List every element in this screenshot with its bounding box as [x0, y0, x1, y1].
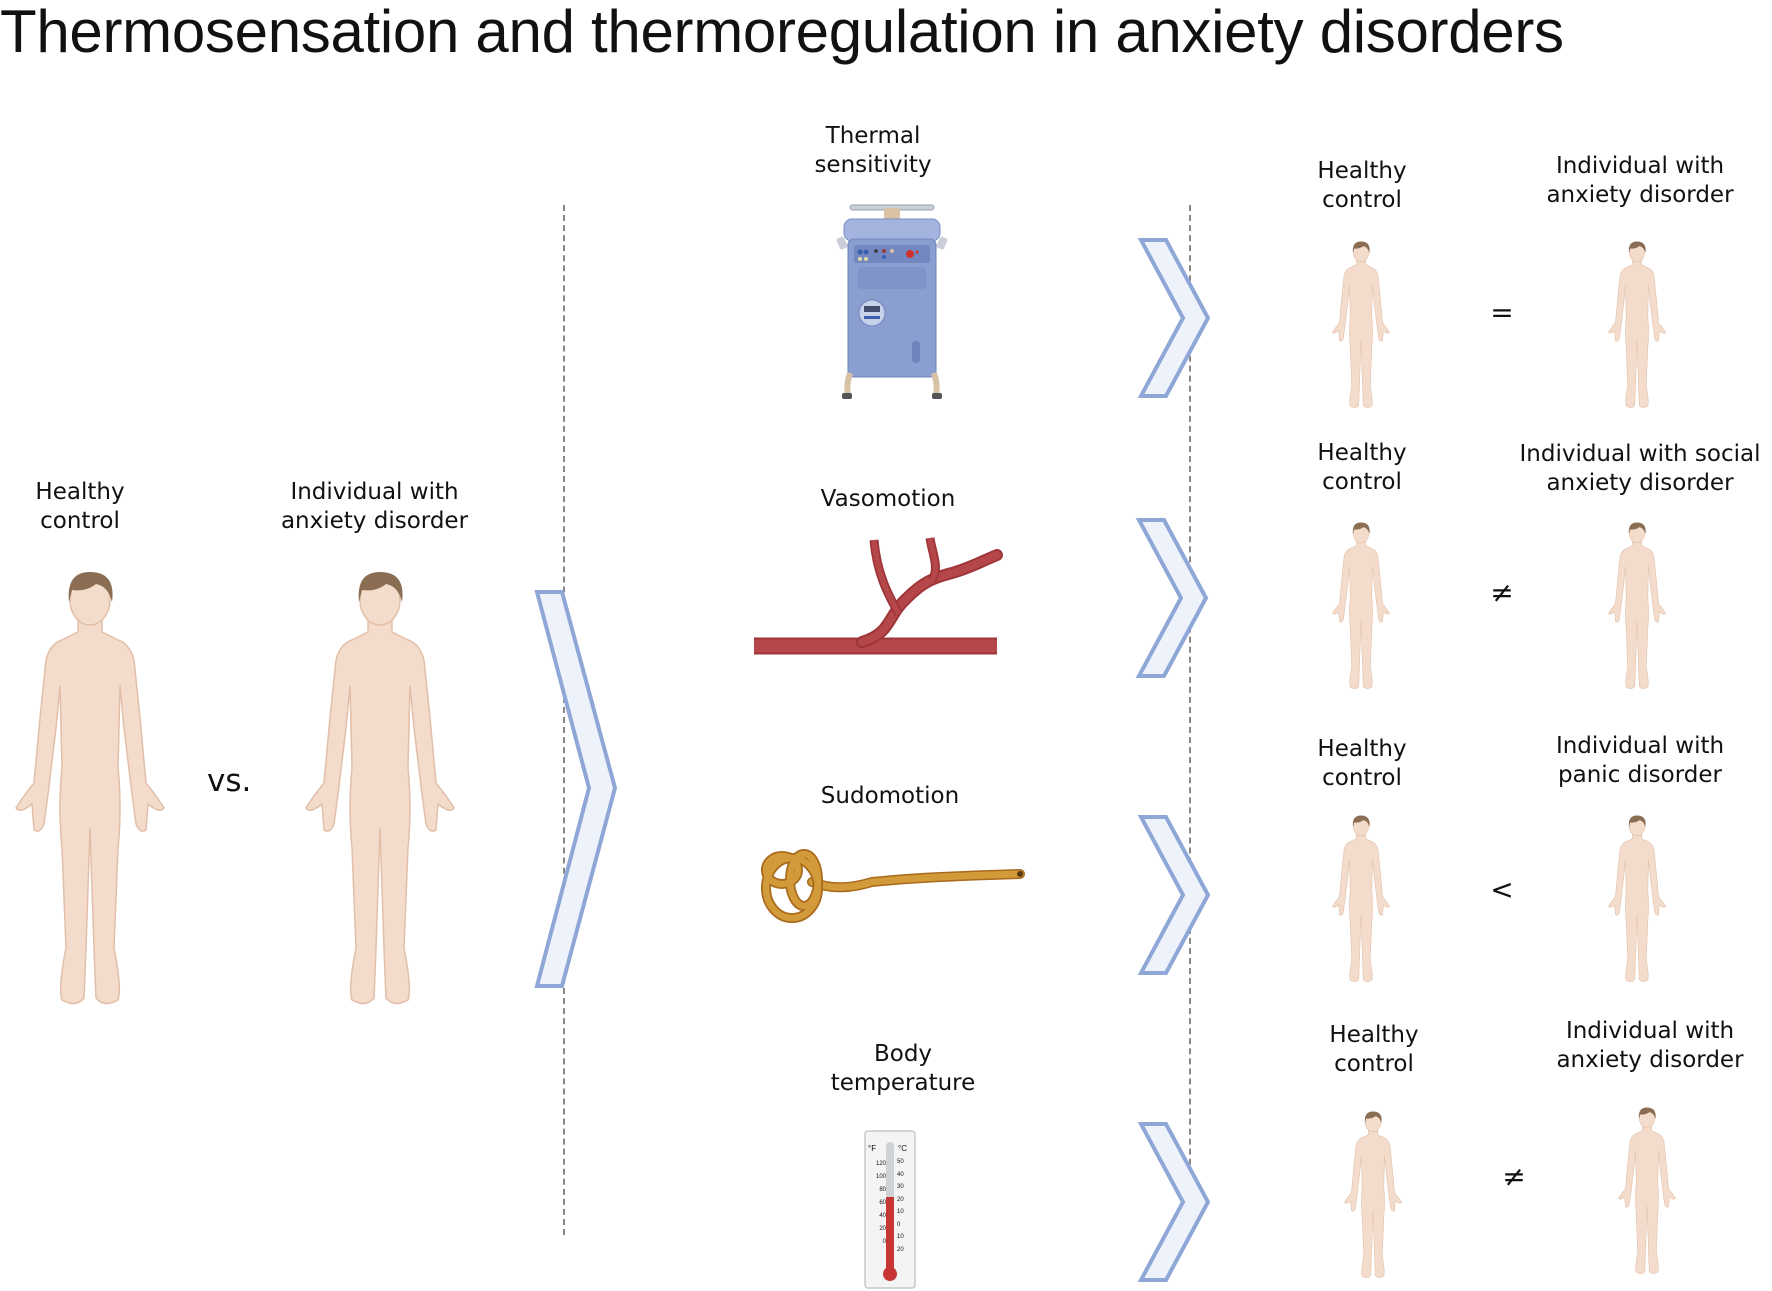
fahrenheit-unit: °F — [868, 1144, 877, 1153]
celsius-scale: 50 40 30 20 10 0 10 20 — [897, 1156, 915, 1256]
result-1-control-label: Healthy control — [1317, 158, 1407, 213]
result-3-patient-figure — [1606, 814, 1668, 984]
result-3-relation-symbol: < — [1490, 873, 1514, 906]
celsius-tick-label: 10 — [897, 1209, 904, 1215]
fahrenheit-scale: 120 100 80 60 40 20 0 — [866, 1158, 886, 1249]
chevron-arrow-4 — [1137, 1122, 1212, 1284]
result-1-relation-symbol: = — [1490, 296, 1514, 329]
result-3-patient-label: Individual with panic disorder — [1555, 733, 1725, 788]
anxiety-individual-label: Individual with anxiety disorder — [280, 479, 469, 534]
large-chevron-arrow — [534, 590, 624, 990]
measure-label-thermal-sensitivity: Thermal sensitivity — [814, 123, 932, 178]
vs-label: vs. — [207, 763, 252, 799]
celsius-tick-label: 20 — [897, 1196, 904, 1203]
celsius-tick-label: 0 — [897, 1221, 901, 1228]
celsius-tick-label: 10 — [897, 1234, 904, 1240]
result-1-control-figure — [1330, 240, 1392, 410]
result-2-control-figure — [1330, 521, 1392, 691]
chevron-arrow-2 — [1135, 518, 1210, 680]
fahrenheit-tick-label: 100 — [875, 1174, 886, 1180]
chevron-arrow-3 — [1137, 815, 1212, 977]
result-2-patient-label: Individual with social anxiety disorder — [1519, 441, 1761, 496]
result-1-patient-label: Individual with anxiety disorder — [1546, 153, 1734, 208]
divider-right — [1189, 205, 1191, 1235]
fahrenheit-tick-label: 120 — [875, 1161, 886, 1167]
celsius-tick-label: 30 — [897, 1184, 904, 1190]
celsius-tick-label: 40 — [897, 1171, 904, 1178]
healthy-control-label: Healthy control — [35, 479, 125, 534]
healthy-control-figure — [10, 568, 170, 1010]
result-4-control-label: Healthy control — [1329, 1022, 1419, 1077]
celsius-tick-label: 50 — [897, 1159, 904, 1165]
sweat-gland-icon — [752, 840, 1027, 930]
figure-title: Thermosensation and thermoregulation in … — [0, 0, 1564, 65]
fahrenheit-tick-label: 40 — [879, 1213, 886, 1219]
thermal-stimulator-device-icon — [836, 203, 948, 399]
fahrenheit-tick-label: 60 — [879, 1200, 886, 1206]
result-2-relation-symbol: ≠ — [1490, 576, 1514, 609]
result-1-patient-figure — [1606, 240, 1668, 410]
result-2-patient-figure — [1606, 521, 1668, 691]
result-2-control-label: Healthy control — [1317, 440, 1407, 495]
result-4-control-figure — [1342, 1110, 1404, 1280]
result-3-control-label: Healthy control — [1317, 736, 1407, 791]
anxiety-individual-figure — [300, 568, 460, 1010]
fahrenheit-tick-label: 80 — [879, 1187, 886, 1193]
chevron-arrow-1 — [1137, 238, 1212, 400]
celsius-tick-label: 20 — [897, 1246, 904, 1253]
measure-label-body-temperature: Body temperature — [830, 1041, 976, 1096]
result-4-relation-symbol: ≠ — [1502, 1160, 1526, 1193]
result-4-patient-figure — [1616, 1106, 1678, 1276]
result-3-control-figure — [1330, 814, 1392, 984]
divider-left — [563, 205, 565, 1235]
measure-label-vasomotion: Vasomotion — [820, 486, 956, 512]
celsius-unit: °C — [898, 1144, 907, 1153]
result-4-patient-label: Individual with anxiety disorder — [1556, 1018, 1744, 1073]
fahrenheit-tick-label: 0 — [882, 1239, 886, 1245]
blood-vessel-icon — [752, 537, 1003, 663]
fahrenheit-tick-label: 20 — [879, 1226, 886, 1232]
measure-label-sudomotion: Sudomotion — [820, 783, 960, 809]
